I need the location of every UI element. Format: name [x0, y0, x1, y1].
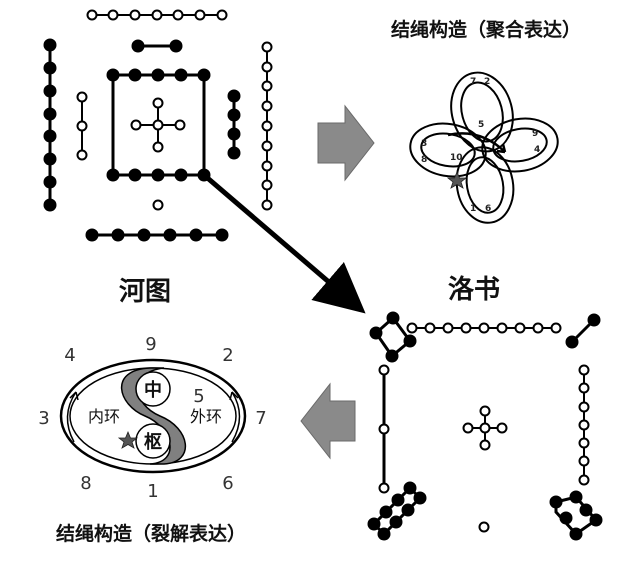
hetu-center-square: [106, 68, 211, 182]
hetu-bottom-single: [152, 199, 164, 211]
knot-numbers: 7 2 5 9 4 3 8 10 1 6: [421, 77, 540, 214]
split-star-icon: [117, 430, 139, 449]
right-flow-arrow: [231, 391, 241, 443]
split-num-4: 4: [64, 345, 75, 366]
knot-num-8: 8: [421, 155, 427, 165]
knot-star-icon: [446, 170, 468, 189]
luoshu-center-cross: [462, 405, 508, 451]
knot-num-7: 7: [470, 77, 476, 87]
aggregate-title: 结绳构造（聚合表达）: [391, 18, 581, 41]
split-figure: 中 枢 内环 外环: [59, 358, 247, 474]
knot-num-9: 9: [532, 129, 538, 139]
hetu-label: 河图: [119, 277, 171, 307]
luoshu-top-row: [406, 322, 562, 334]
hetu-figure: [43, 9, 273, 242]
left-flow-arrow: [66, 391, 77, 443]
center-circle-bottom: [135, 423, 171, 459]
split-num-1: 1: [147, 481, 158, 502]
gray-arrow-left: [300, 382, 356, 460]
knot-num-2: 2: [484, 77, 490, 87]
split-num-2: 2: [222, 345, 233, 366]
hetu-top-row: [86, 9, 228, 21]
split-num-3: 3: [38, 408, 49, 429]
luoshu-top-left: [369, 311, 417, 363]
outer-ring-label: 外环: [190, 407, 222, 426]
luoshu-bottom-single: [478, 521, 490, 533]
knot-num-5: 5: [478, 120, 484, 130]
luoshu-right-column: [578, 364, 590, 486]
center-circle-top: [135, 371, 171, 407]
gray-arrow-right: [317, 104, 375, 182]
knot-num-4: 4: [534, 145, 540, 155]
split-numbers: 9 4 2 3 7 8 1 6 5: [38, 334, 266, 502]
split-num-9: 9: [145, 334, 156, 355]
luoshu-bottom-left: [367, 481, 427, 541]
split-num-8: 8: [80, 473, 91, 494]
knot-num-10: 10: [450, 153, 463, 163]
split-num-6: 6: [222, 473, 233, 494]
hetu-right-inner: [227, 89, 241, 160]
split-title: 结绳构造（裂解表达）: [56, 522, 246, 545]
knot-num-1: 1: [470, 204, 476, 214]
split-num-5: 5: [193, 386, 204, 407]
center-bottom-label: 枢: [144, 432, 162, 453]
hetu-center-cross: [130, 97, 186, 153]
luoshu-top-right: [565, 313, 601, 349]
luoshu-bottom-right: [549, 490, 603, 541]
diagonal-arrow: [202, 173, 366, 314]
hetu-left-column: [43, 38, 57, 212]
hetu-top-short: [131, 39, 183, 53]
split-num-7: 7: [255, 408, 266, 429]
knot-figure: [409, 71, 559, 224]
inner-ring-label: 内环: [88, 407, 120, 426]
luoshu-label: 洛书: [448, 274, 500, 305]
hetu-right-column: [261, 41, 273, 211]
knot-num-3: 3: [421, 139, 427, 149]
hetu-bottom-row: [85, 228, 229, 242]
knot-num-6: 6: [485, 204, 491, 214]
luoshu-figure: [367, 311, 603, 541]
center-top-label: 中: [144, 379, 162, 401]
hetu-left-inner: [76, 91, 88, 161]
luoshu-left-column: [378, 364, 390, 494]
